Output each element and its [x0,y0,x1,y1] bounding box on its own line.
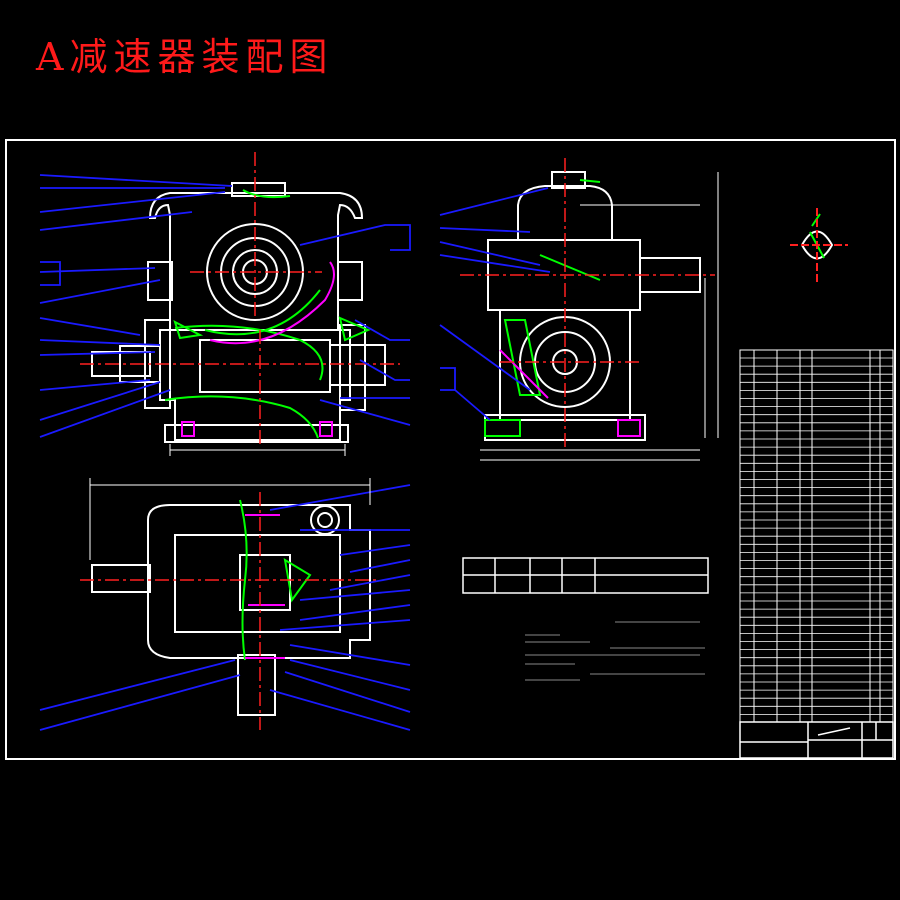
front-view-dimension [169,444,346,456]
drawing-title: A减速器装配图 [36,35,334,79]
detail-view [790,208,848,282]
top-view [91,504,371,716]
front-view-section [164,189,371,439]
side-view-centerlines [460,158,715,450]
parts-list-rows [740,357,893,715]
top-view-centerlines [80,492,380,730]
side-view [484,171,701,441]
side-view-leaders [439,187,551,421]
top-view-dimension [89,478,371,560]
front-view-centerlines [80,152,400,448]
top-view-section [239,499,312,661]
top-view-leaders [39,484,411,731]
technical-notes [525,621,705,681]
sheet-border [5,139,896,760]
side-view-dimensions [480,172,719,461]
characteristics-table [462,557,709,594]
side-view-section [484,179,641,437]
front-view-leaders [39,174,411,438]
title-block [739,721,894,759]
